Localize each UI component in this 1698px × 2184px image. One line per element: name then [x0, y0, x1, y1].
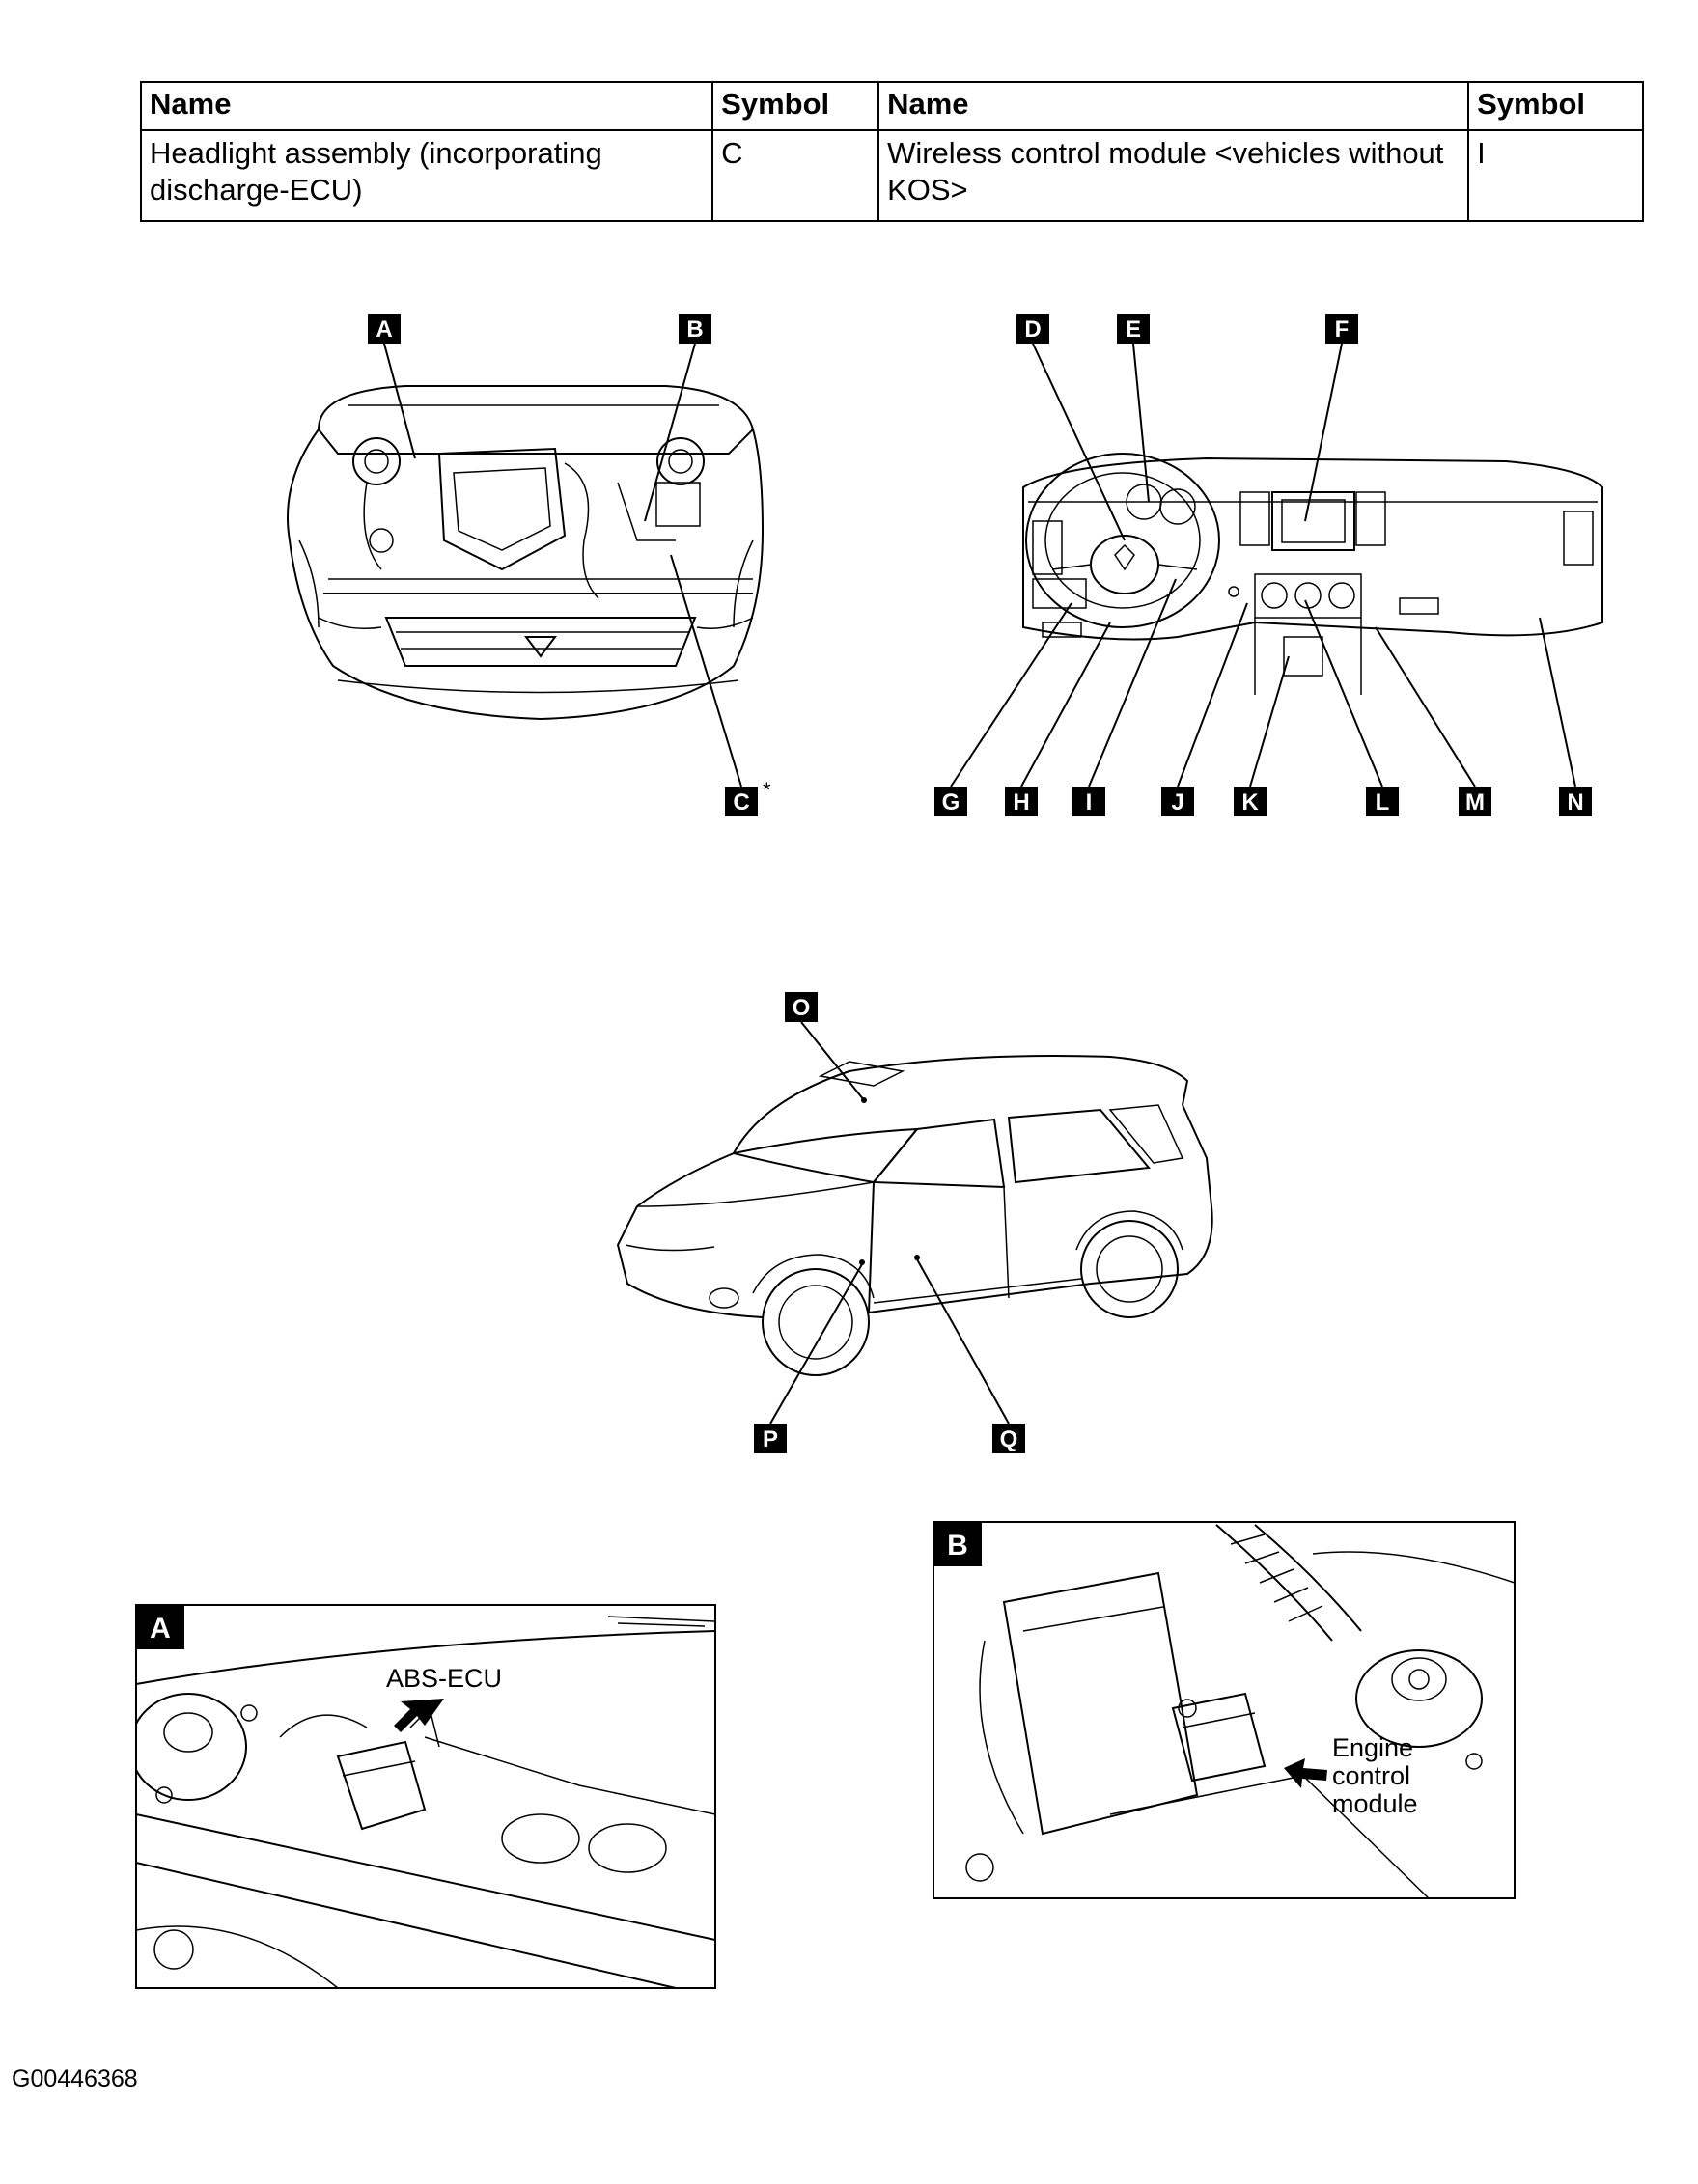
svg-text:D: D — [1024, 317, 1041, 343]
label-badge-m: M — [1459, 787, 1491, 816]
header-name-2: Name — [877, 81, 1470, 131]
label-badge-j: J — [1161, 787, 1194, 816]
svg-text:O: O — [793, 995, 811, 1021]
detail-b-panel: B Engine control module — [933, 1521, 1516, 1899]
svg-text:E: E — [1126, 317, 1141, 343]
c-note-asterisk: * — [763, 778, 771, 802]
abs-ecu-callout: ABS-ECU — [386, 1664, 502, 1693]
svg-text:P: P — [763, 1426, 778, 1452]
label-badge-h: H — [1005, 787, 1038, 816]
label-badge-d: D — [1016, 314, 1049, 344]
header-symbol-2: Symbol — [1467, 81, 1644, 131]
label-badge-p: P — [754, 1424, 787, 1453]
svg-text:F: F — [1335, 317, 1350, 343]
part-name-cell: Headlight assembly (incorporating discha… — [139, 129, 714, 222]
svg-text:A: A — [376, 317, 392, 343]
svg-text:L: L — [1376, 789, 1390, 816]
svg-text:H: H — [1013, 789, 1029, 816]
label-badge-c: C — [725, 787, 758, 816]
parts-table: Name Symbol Name Symbol Headlight assemb… — [139, 81, 1644, 222]
table-row: Headlight assembly (incorporating discha… — [139, 129, 1644, 222]
label-badge-q: Q — [992, 1424, 1025, 1453]
label-badge-f: F — [1325, 314, 1358, 344]
svg-text:C: C — [733, 789, 749, 816]
figure-id: G00446368 — [12, 2065, 138, 2092]
table-header-row: Name Symbol Name Symbol — [139, 81, 1644, 131]
label-badge-e: E — [1117, 314, 1150, 344]
header-symbol-1: Symbol — [711, 81, 880, 131]
label-badge-i: I — [1072, 787, 1105, 816]
label-badge-o: O — [785, 992, 818, 1022]
label-badge-k: K — [1234, 787, 1267, 816]
dashboard-illustration — [1022, 453, 1603, 695]
svg-text:M: M — [1465, 789, 1485, 816]
label-badge-l: L — [1366, 787, 1399, 816]
svg-text:B: B — [686, 317, 703, 343]
label-badge-g: G — [934, 787, 967, 816]
ecm-callout-line1: Engine — [1332, 1733, 1413, 1762]
svg-text:Q: Q — [1000, 1426, 1018, 1452]
header-name-1: Name — [139, 81, 714, 131]
ecm-callout-line3: module — [1332, 1789, 1418, 1818]
svg-text:K: K — [1241, 789, 1259, 816]
svg-text:I: I — [1086, 789, 1093, 816]
part-symbol-cell: I — [1467, 129, 1644, 222]
label-badge-a: A — [368, 314, 401, 344]
detail-a-badge: A — [150, 1613, 171, 1645]
detail-a-panel: A ABS-ECU — [135, 1604, 716, 1989]
detail-b-badge: B — [947, 1530, 968, 1562]
part-name-cell: Wireless control module <vehicles withou… — [877, 129, 1470, 222]
label-badge-n: N — [1559, 787, 1592, 816]
svg-text:N: N — [1567, 789, 1583, 816]
svg-text:J: J — [1171, 789, 1183, 816]
engine-bay-illustration — [287, 385, 765, 721]
svg-text:G: G — [942, 789, 960, 816]
part-symbol-cell: C — [711, 129, 880, 222]
ecm-callout-line2: control — [1332, 1761, 1410, 1790]
vehicle-illustration — [616, 1055, 1213, 1376]
label-badge-b: B — [679, 314, 711, 344]
